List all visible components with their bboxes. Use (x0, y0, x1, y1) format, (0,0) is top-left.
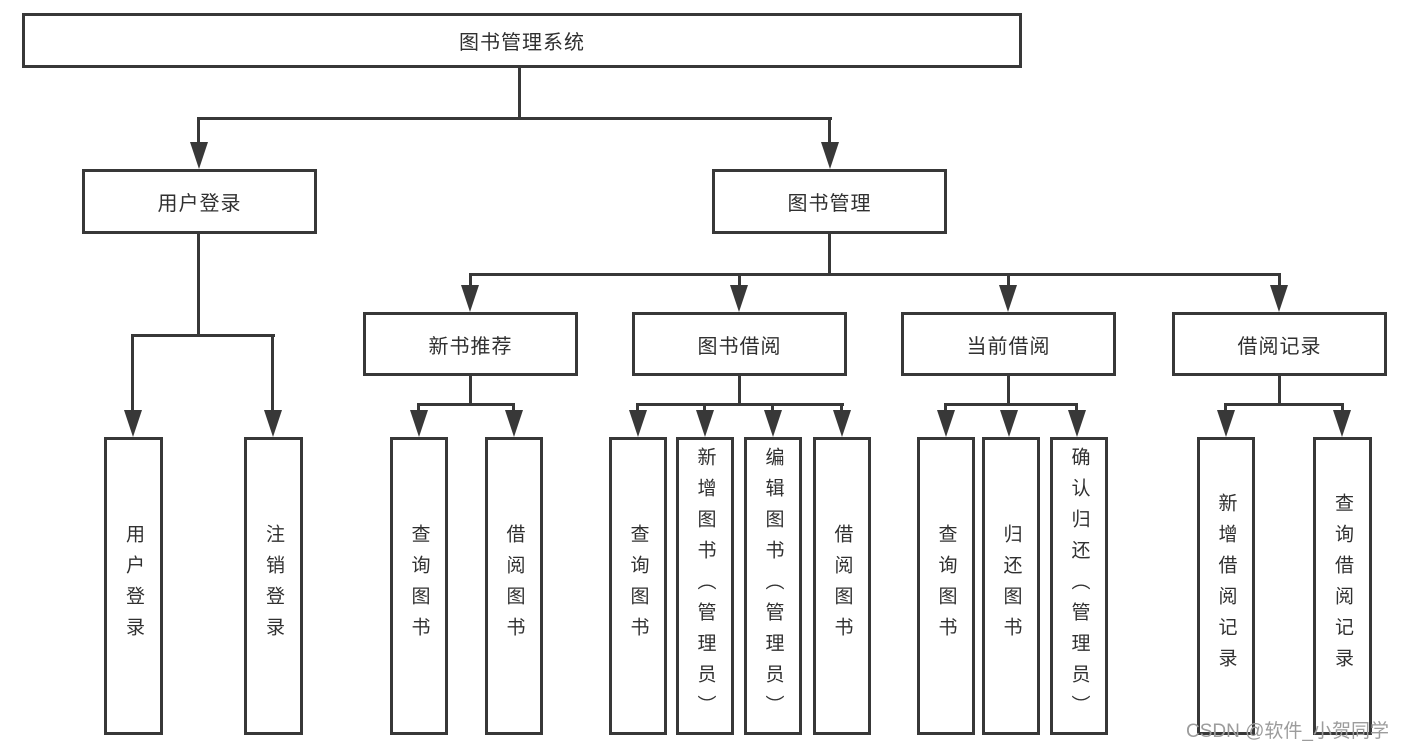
connector-line (771, 403, 774, 413)
connector-line (518, 68, 521, 118)
node-borrowing-records-label: 借阅记录 (1237, 335, 1322, 358)
connector-line (840, 403, 843, 413)
leaf-user-login: 用户登录 (104, 437, 163, 735)
connector-line (198, 117, 832, 120)
node-user-login: 用户登录 (82, 169, 317, 234)
leaf-borrow-books-recommend-label: 借阅图书 (503, 524, 525, 648)
node-book-borrowing-label: 图书借阅 (697, 335, 782, 358)
connector-line (703, 403, 706, 413)
node-book-borrowing: 图书借阅 (632, 312, 847, 376)
leaf-add-borrow-record: 新增借阅记录 (1197, 437, 1255, 735)
connector-line (945, 403, 1078, 406)
leaf-borrow-books: 借阅图书 (813, 437, 871, 735)
leaf-query-books-recommend-label: 查询图书 (408, 524, 430, 648)
leaf-borrow-books-recommend: 借阅图书 (485, 437, 543, 735)
csdn-watermark: CSDN @软件_小贺同学 (1186, 721, 1389, 742)
connector-line (1007, 273, 1010, 288)
leaf-return-book: 归还图书 (982, 437, 1040, 735)
node-root: 图书管理系统 (22, 13, 1022, 68)
leaf-add-book-admin-label: 新增图书（管理员） (694, 446, 716, 726)
node-borrowing-records: 借阅记录 (1172, 312, 1387, 376)
leaf-query-books-current-label: 查询图书 (935, 524, 957, 648)
arrow-down-icon (1333, 410, 1351, 437)
node-book-management-label: 图书管理 (787, 193, 872, 215)
arrow-down-icon (730, 285, 748, 312)
leaf-add-borrow-record-label: 新增借阅记录 (1215, 493, 1237, 679)
connector-line (828, 234, 831, 276)
node-root-label: 图书管理系统 (459, 32, 585, 54)
connector-line (1224, 403, 1227, 413)
connector-line (1075, 403, 1078, 413)
connector-line (738, 273, 741, 288)
connector-line (1278, 273, 1281, 288)
connector-line (469, 376, 472, 405)
leaf-add-book-admin: 新增图书（管理员） (676, 437, 734, 735)
connector-line (417, 403, 420, 413)
leaf-query-books-current: 查询图书 (917, 437, 975, 735)
arrow-down-icon (764, 410, 782, 437)
arrow-down-icon (1217, 410, 1235, 437)
connector-line (271, 334, 274, 413)
connector-line (1225, 403, 1344, 406)
node-user-login-label: 用户登录 (157, 193, 242, 215)
node-current-borrowing: 当前借阅 (901, 312, 1116, 376)
connector-line (738, 376, 741, 405)
leaf-query-borrow-record-label: 查询借阅记录 (1332, 493, 1353, 679)
connector-line (1278, 376, 1281, 405)
leaf-borrow-books-label: 借阅图书 (831, 524, 853, 648)
connector-line (418, 403, 515, 406)
arrow-down-icon (1000, 410, 1018, 437)
connector-line (197, 117, 200, 145)
arrow-down-icon (696, 410, 714, 437)
connector-line (197, 234, 200, 336)
leaf-return-book-label: 归还图书 (1000, 524, 1022, 648)
connector-line (636, 403, 639, 413)
connector-line (469, 273, 472, 288)
node-book-management: 图书管理 (712, 169, 947, 234)
leaf-confirm-return-admin: 确认归还（管理员） (1050, 437, 1108, 735)
connector-line (1341, 403, 1344, 413)
arrow-down-icon (1068, 410, 1086, 437)
node-new-book-recommend: 新书推荐 (363, 312, 578, 376)
leaf-logout: 注销登录 (244, 437, 303, 735)
arrow-down-icon (190, 142, 208, 169)
arrow-down-icon (461, 285, 479, 312)
leaf-user-login-label: 用户登录 (123, 524, 144, 648)
connector-line (469, 273, 1281, 276)
connector-line (512, 403, 515, 413)
node-current-borrowing-label: 当前借阅 (966, 335, 1051, 358)
leaf-edit-book-admin-label: 编辑图书（管理员） (762, 446, 784, 726)
leaf-query-books-borrowing: 查询图书 (609, 437, 667, 735)
connector-line (1007, 376, 1010, 405)
arrow-down-icon (999, 285, 1017, 312)
leaf-query-books-recommend: 查询图书 (390, 437, 448, 735)
arrow-down-icon (937, 410, 955, 437)
arrow-down-icon (410, 410, 428, 437)
arrow-down-icon (1270, 285, 1288, 312)
arrow-down-icon (821, 142, 839, 169)
leaf-query-books-borrowing-label: 查询图书 (627, 524, 649, 648)
arrow-down-icon (629, 410, 647, 437)
leaf-query-borrow-record: 查询借阅记录 (1313, 437, 1372, 735)
connector-line (132, 334, 275, 337)
leaf-confirm-return-admin-label: 确认归还（管理员） (1068, 446, 1090, 726)
leaf-edit-book-admin: 编辑图书（管理员） (744, 437, 802, 735)
arrow-down-icon (124, 410, 142, 437)
arrow-down-icon (833, 410, 851, 437)
arrow-down-icon (505, 410, 523, 437)
connector-line (131, 334, 134, 413)
leaf-logout-label: 注销登录 (263, 524, 284, 648)
arrow-down-icon (264, 410, 282, 437)
node-new-book-recommend-label: 新书推荐 (428, 335, 513, 358)
connector-line (637, 403, 844, 406)
connector-line (944, 403, 947, 413)
connector-line (828, 117, 831, 145)
